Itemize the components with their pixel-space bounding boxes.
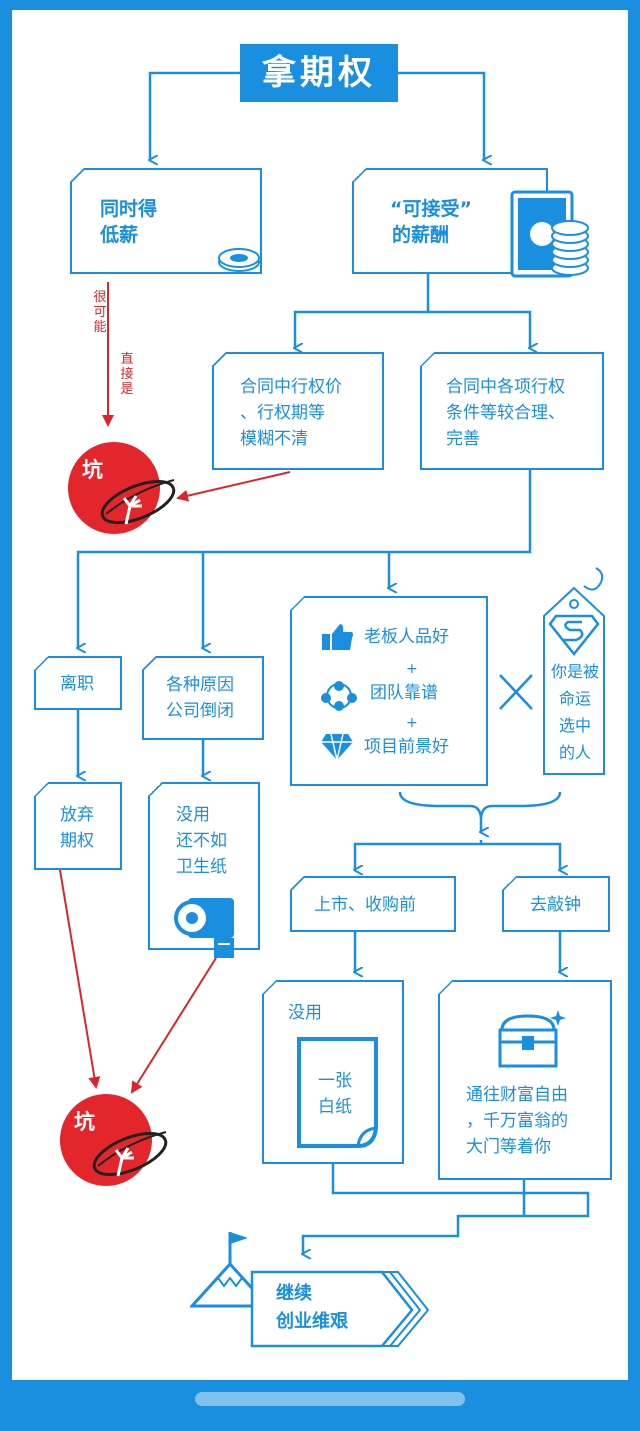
- superman-tag: [543, 567, 605, 775]
- continue-line2: 创业维艰: [276, 1311, 348, 1332]
- continue-line1: 继续: [276, 1283, 312, 1304]
- reasonable-contract-box: 合同中各项行权 条件等较合理、 完善: [420, 352, 604, 470]
- condition-boss: 老板人品好: [364, 627, 449, 647]
- coin-icon: [218, 248, 260, 272]
- condition-project: 项目前景好: [364, 737, 449, 757]
- ring-bell-label: 去敲钟: [530, 895, 581, 915]
- pre-ipo-label: 上市、收购前: [314, 895, 416, 915]
- continue-text: 继续 创业维艰: [276, 1280, 348, 1336]
- reasonable-line2: 条件等较合理、: [446, 403, 565, 423]
- vague-line1: 合同中行权价: [240, 377, 342, 397]
- reasonable-line3: 完善: [446, 429, 480, 449]
- useless-line2: 还不如: [176, 831, 227, 851]
- conditions-box: 老板人品好 + 团队靠谱 + 项目前景好: [290, 596, 488, 786]
- condition-team: 团队靠谱: [370, 683, 438, 703]
- bankrupt-line2: 公司倒闭: [166, 701, 234, 721]
- treasure-chest-icon: [498, 1010, 566, 1068]
- superman-icon: [548, 614, 600, 657]
- bankrupt-box: 各种原因 公司倒闭: [142, 656, 264, 740]
- paper-sheet-icon: [297, 1037, 378, 1148]
- chosen-line4: 的人: [558, 743, 591, 762]
- give-up-box: 放弃 期权: [34, 782, 122, 870]
- thumbs-up-icon: [322, 624, 353, 650]
- chosen-line2: 命运: [558, 689, 591, 708]
- acceptable-line2: 的薪酬: [392, 224, 450, 246]
- reasonable-line1: 合同中各项行权: [446, 377, 565, 397]
- vague-line3: 模糊不清: [240, 429, 308, 449]
- plus-2: +: [406, 715, 418, 731]
- blank-paper-line1: 一张: [318, 1071, 352, 1091]
- useless-line3: 卫生纸: [176, 857, 227, 877]
- pit-label-bottom: 坑: [74, 1110, 95, 1134]
- vague-line2: 、行权期等: [240, 403, 325, 423]
- bankrupt-line1: 各种原因: [166, 675, 234, 695]
- diamond-icon: [321, 733, 353, 761]
- page-title: 拿期权: [240, 44, 398, 102]
- wealth-line2: ，千万富翁的: [466, 1111, 568, 1131]
- blurred-caption: [195, 1392, 465, 1406]
- chosen-text: 你是被 命运 选中 的人: [549, 658, 601, 766]
- low-salary-box: 同时得 低薪: [70, 168, 262, 274]
- give-up-line2: 期权: [60, 831, 94, 851]
- wealth-box: 通往财富自由 ，千万富翁的 大门等着你: [438, 980, 612, 1180]
- useless-box: 没用 还不如 卫生纸: [148, 782, 260, 958]
- directly-annotation: 直接是: [120, 352, 134, 397]
- low-salary-line1: 同时得: [100, 198, 158, 220]
- blank-paper-box: 没用 一张 白纸: [262, 980, 404, 1164]
- plus-1: +: [406, 661, 418, 677]
- wealth-line1: 通往财富自由: [466, 1085, 568, 1105]
- bottom-bar: [0, 1380, 640, 1431]
- very-likely-annotation: 很可能: [93, 290, 107, 335]
- mountain-flag-icon: [190, 1232, 430, 1348]
- wealth-line3: 大门等着你: [466, 1137, 551, 1157]
- blank-paper-line2: 白纸: [318, 1097, 352, 1117]
- give-up-line1: 放弃: [60, 805, 94, 825]
- pit-icon-bottom: 坑: [58, 1092, 168, 1188]
- useless-line1: 没用: [176, 805, 210, 825]
- chosen-line3: 选中: [558, 716, 591, 735]
- ring-bell-box: 去敲钟: [502, 876, 610, 932]
- vague-contract-box: 合同中行权价 、行权期等 模糊不清: [212, 352, 384, 470]
- chosen-line1: 你是被: [550, 662, 599, 681]
- resign-box: 离职: [34, 656, 122, 710]
- blank-paper-box-label: 没用: [288, 1003, 322, 1023]
- acceptable-line1: “可接受”: [390, 198, 472, 220]
- toilet-paper-icon: [174, 898, 234, 958]
- pre-ipo-box: 上市、收购前: [290, 876, 456, 932]
- team-icon: [321, 681, 357, 711]
- money-stack-icon: [510, 190, 589, 278]
- low-salary-line2: 低薪: [100, 224, 139, 246]
- resign-label: 离职: [60, 674, 94, 694]
- pit-label-top: 坑: [82, 458, 103, 482]
- pit-icon-top: 坑: [66, 440, 176, 536]
